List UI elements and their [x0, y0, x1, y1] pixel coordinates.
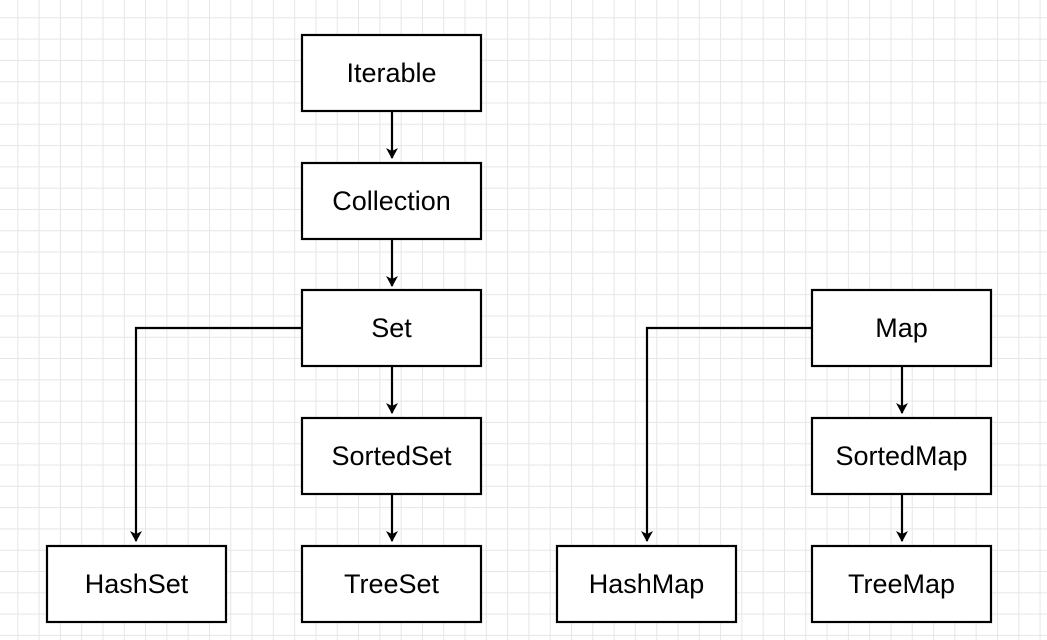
node-collection-label: Collection — [332, 186, 451, 216]
node-sortedset-label: SortedSet — [331, 441, 452, 471]
node-map-label: Map — [875, 313, 928, 343]
node-hashmap-label: HashMap — [589, 569, 705, 599]
node-treemap-label: TreeMap — [848, 569, 955, 599]
node-set-label: Set — [371, 313, 412, 343]
node-map: Map — [810, 288, 993, 368]
node-treeset: TreeSet — [300, 544, 483, 624]
node-treeset-label: TreeSet — [344, 569, 440, 599]
edge-map-hashmap — [641, 326, 812, 542]
node-iterable-label: Iterable — [346, 58, 436, 88]
node-sortedset: SortedSet — [300, 416, 483, 496]
node-sortedmap: SortedMap — [810, 416, 993, 496]
node-hashset-label: HashSet — [85, 569, 189, 599]
node-hashmap: HashMap — [555, 544, 738, 624]
edge-set-hashset — [130, 326, 302, 542]
node-iterable: Iterable — [300, 33, 483, 113]
node-hashset: HashSet — [45, 544, 228, 624]
node-sortedmap-label: SortedMap — [835, 441, 967, 471]
edges — [130, 111, 908, 542]
node-set: Set — [300, 288, 483, 368]
node-collection: Collection — [300, 161, 483, 241]
node-treemap: TreeMap — [810, 544, 993, 624]
